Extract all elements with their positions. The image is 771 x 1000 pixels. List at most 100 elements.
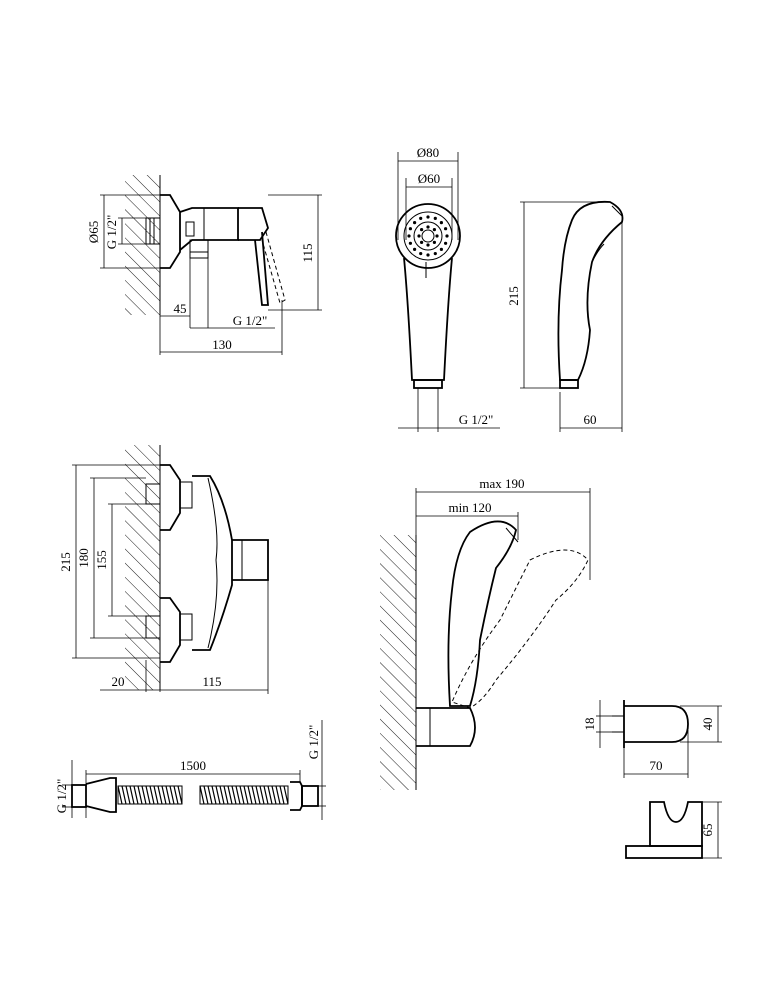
hose-coil	[207, 785, 213, 805]
wall-hatch-2	[125, 445, 160, 690]
hose-coil	[231, 785, 237, 805]
nozzle-dot	[420, 240, 424, 244]
dim-min120: min 120	[449, 500, 492, 515]
hose-coil	[133, 785, 139, 805]
nozzle-dot	[439, 221, 443, 225]
dim-hose-length: 1500	[180, 758, 206, 773]
hose-coil	[157, 785, 163, 805]
mixer-side-view: Ø65 G 1/2" 115 45 G 1/2" 130	[86, 175, 322, 355]
hose-coil	[145, 785, 151, 805]
hose-coil	[203, 785, 209, 805]
dim-thread-bottom: G 1/2"	[233, 313, 268, 328]
nozzle-dot	[426, 253, 430, 257]
dim-thread-left: G 1/2"	[104, 215, 119, 250]
nozzle-dot	[413, 221, 417, 225]
nozzle-dot	[445, 234, 449, 238]
hose-coil	[235, 785, 241, 805]
dim-h215-shower: 215	[506, 286, 521, 306]
hose-coils	[117, 785, 289, 805]
wall-hatch	[125, 175, 160, 315]
dim-w115: 115	[202, 674, 221, 689]
nozzle-dot	[444, 241, 448, 245]
hose-coil	[169, 785, 175, 805]
nozzle-dot	[417, 234, 421, 238]
hose-coil	[199, 785, 205, 805]
spray-nozzles	[407, 215, 449, 257]
hose-coil	[263, 785, 269, 805]
wall-hatch-3	[380, 535, 416, 790]
nozzle-dot	[413, 247, 417, 251]
dim-hose-thread-left: G 1/2"	[54, 779, 69, 814]
nozzle-dot	[420, 228, 424, 232]
hose-coil	[211, 785, 217, 805]
nozzle-dot	[432, 228, 436, 232]
hose-coil	[149, 785, 155, 805]
dim-thread-shower: G 1/2"	[459, 412, 494, 427]
dim-height-115: 115	[300, 243, 315, 262]
hose-segment	[117, 785, 183, 805]
nozzle-dot	[433, 216, 437, 220]
hose-coil	[267, 785, 273, 805]
nozzle-dot	[426, 215, 430, 219]
hose-coil	[117, 785, 123, 805]
hose-coil	[239, 785, 245, 805]
hose-coil	[161, 785, 167, 805]
nozzle-dot	[419, 252, 423, 256]
dim-w45: 45	[174, 301, 187, 316]
nozzle-dot	[407, 234, 411, 238]
hose-coil	[137, 785, 143, 805]
hose-coil	[271, 785, 277, 805]
nozzle-dot	[432, 240, 436, 244]
wall-holder-view: 18 40 70 65	[582, 700, 722, 859]
hose-coil	[279, 785, 285, 805]
hose-coil	[121, 785, 127, 805]
dim-max190: max 190	[479, 476, 524, 491]
nozzle-dot	[444, 227, 448, 231]
nozzle-dot	[439, 247, 443, 251]
hose-coil	[177, 785, 183, 805]
hose-coil	[173, 785, 179, 805]
hose-coil	[259, 785, 265, 805]
hose-coil	[227, 785, 233, 805]
dim-w130: 130	[212, 337, 232, 352]
mixer-front-view: 215 180 155 20 115	[58, 445, 269, 694]
hose-segment	[199, 785, 289, 805]
hose-coil	[247, 785, 253, 805]
hose-coil	[243, 785, 249, 805]
nozzle-dot	[426, 243, 430, 247]
hose-coil	[219, 785, 225, 805]
hose-view: 1500 G 1/2" G 1/2"	[54, 720, 326, 820]
hose-coil	[129, 785, 135, 805]
dim-h155: 155	[94, 550, 109, 570]
dim-holder-40: 40	[700, 718, 715, 731]
dim-w20: 20	[112, 674, 125, 689]
dim-w60: 60	[584, 412, 597, 427]
hose-coil	[125, 785, 131, 805]
nozzle-dot	[408, 241, 412, 245]
hose-coil	[141, 785, 147, 805]
dim-hose-thread-right: G 1/2"	[306, 725, 321, 760]
nozzle-dot	[435, 234, 439, 238]
hose-coil	[165, 785, 171, 805]
nozzle-dot	[408, 227, 412, 231]
hand-shower-side-view: 215 60	[506, 200, 624, 432]
hose-coil	[283, 785, 289, 805]
hose-coil	[255, 785, 261, 805]
hose-coil	[153, 785, 159, 805]
dim-holder-70: 70	[650, 758, 663, 773]
nozzle-dot	[433, 252, 437, 256]
holder-range-view: max 190 min 120	[380, 476, 591, 790]
dim-holder-65: 65	[700, 824, 715, 837]
dim-holder-18: 18	[582, 718, 597, 731]
dim-d65: Ø65	[86, 221, 101, 243]
nozzle-dot	[426, 225, 430, 229]
dim-h180: 180	[76, 548, 91, 568]
hose-coil	[251, 785, 257, 805]
dim-h215-mixer: 215	[58, 552, 73, 572]
nozzle-dot	[419, 216, 423, 220]
hose-coil	[215, 785, 221, 805]
hand-shower-front-view: Ø80 Ø60 G 1/2"	[395, 145, 500, 432]
dim-d80: Ø80	[417, 145, 439, 160]
dim-d60: Ø60	[418, 171, 440, 186]
